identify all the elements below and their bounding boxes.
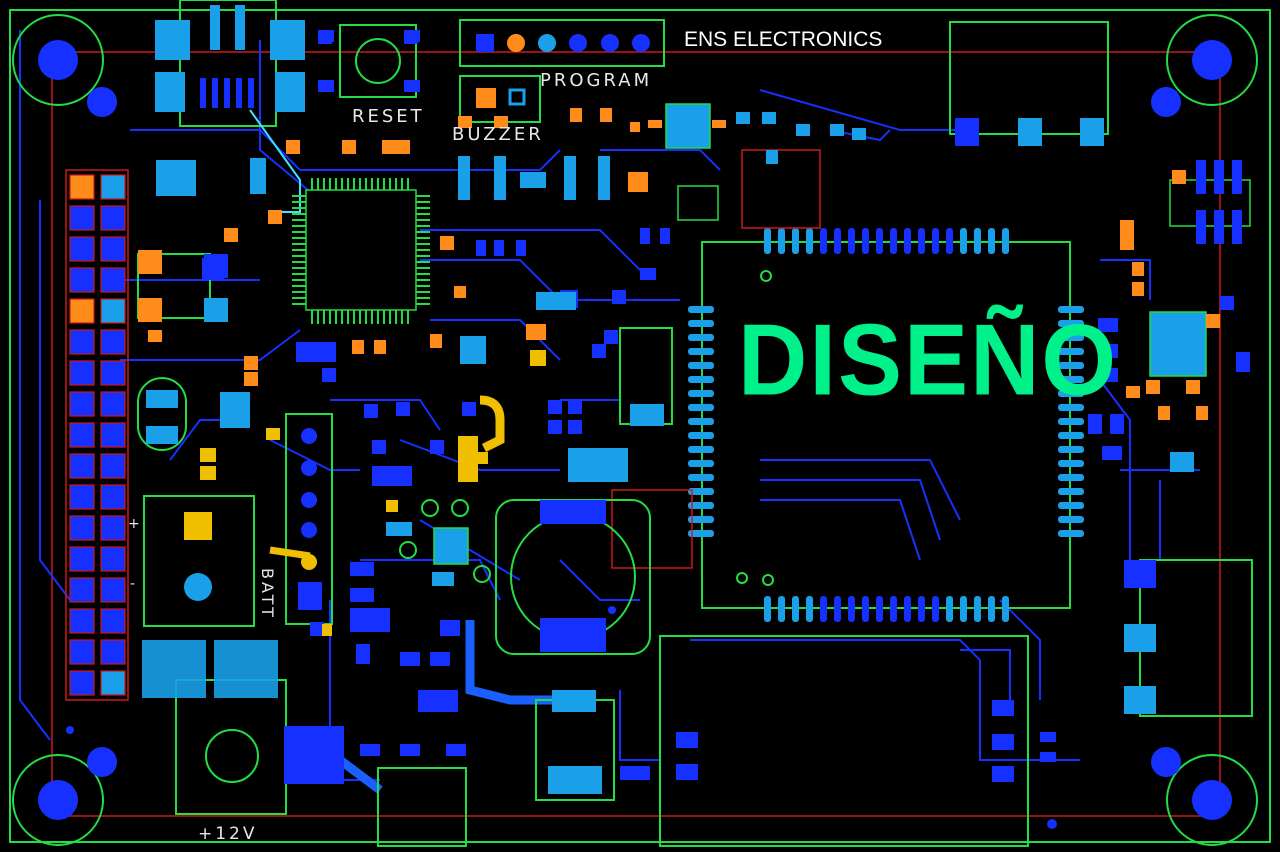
rf-keepout	[741, 149, 821, 229]
silk-minus: -	[130, 576, 139, 592]
module-outline-right	[1139, 559, 1253, 717]
silk-power: +12V	[198, 824, 258, 844]
keepout-outline	[51, 51, 1221, 817]
processor-pads-right	[1058, 306, 1084, 537]
smd-pads-cyan	[250, 112, 1194, 586]
header-pins	[69, 174, 126, 696]
main-processor-outline	[701, 241, 1071, 609]
headline: DISEÑO	[738, 304, 1119, 417]
rf-ic	[665, 103, 711, 149]
brand-label: ENS ELECTRONICS	[684, 28, 883, 51]
processor-pads-left	[688, 306, 714, 537]
usb-connector-icon	[155, 0, 305, 127]
smd-pads-orange	[148, 108, 1220, 420]
buzzer-footprint	[459, 75, 541, 123]
silk-reset: RESET	[352, 106, 425, 127]
mounting-hole-pads	[38, 40, 1232, 820]
vias	[399, 499, 491, 583]
battery-connector	[143, 413, 333, 627]
barrel-jack-icon	[142, 640, 344, 815]
processor-pads-bottom	[764, 596, 1009, 622]
smd-pads-blue	[202, 30, 1250, 780]
right-ic	[1149, 311, 1207, 377]
mcu-chip-icon	[305, 189, 417, 311]
silk-buzzer: BUZZER	[452, 124, 544, 145]
connector-outline-top-right	[949, 21, 1109, 135]
silk-program: PROGRAM	[540, 70, 653, 91]
silk-batt: BATT	[258, 568, 277, 620]
mounting-hole-icon	[12, 14, 1258, 846]
crystal-keepout	[611, 489, 693, 569]
processor-pads-top	[764, 228, 1009, 254]
coin-cell-icon	[495, 499, 651, 655]
program-header	[459, 19, 665, 67]
header-pin-icon	[65, 169, 129, 701]
smd-pads-yellow	[200, 350, 546, 636]
module-outline-bottom	[659, 635, 1029, 847]
mcu-pins	[292, 178, 430, 324]
silk-plus: +	[128, 516, 143, 532]
board-edge	[9, 9, 1271, 843]
